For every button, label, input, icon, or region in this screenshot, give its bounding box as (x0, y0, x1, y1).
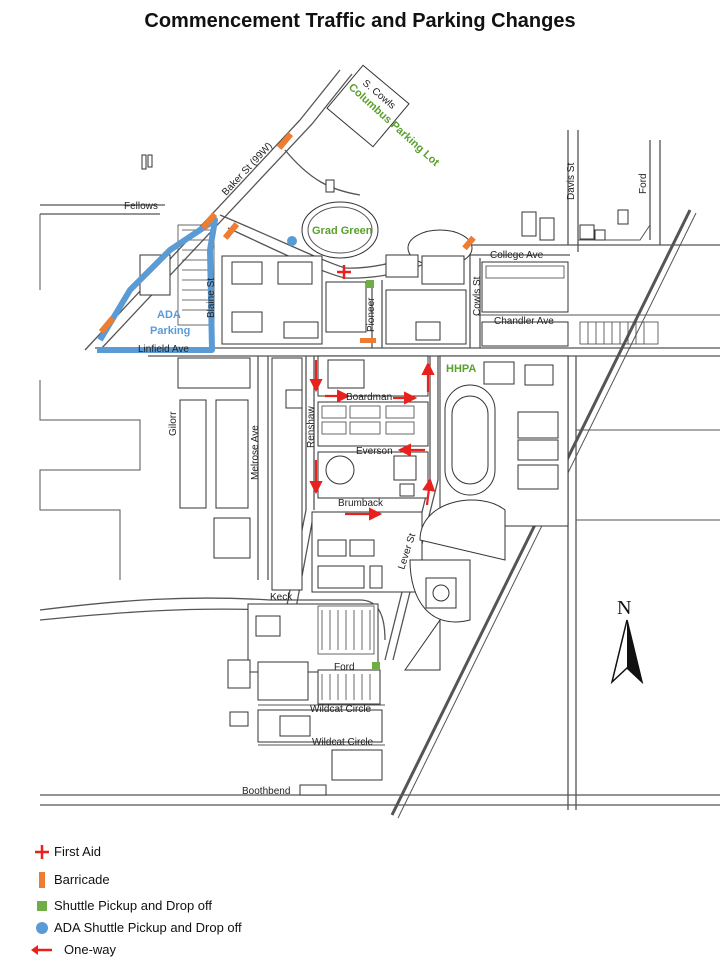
street-label-melrose: Melrose Ave (250, 425, 261, 480)
street-label-cowls: Cowls St (472, 276, 483, 316)
place-label-ada-parking-1: ADA (157, 309, 181, 321)
street-label-renshaw: Renshaw (306, 406, 317, 448)
first-aid-cross-icon (35, 845, 49, 859)
legend-item-one-way: One-way (30, 940, 370, 962)
street-label-wildcat-2: Wildcat Circle (312, 737, 374, 748)
north-arrow: N (610, 597, 644, 685)
legend-label: Shuttle Pickup and Drop off (54, 898, 213, 913)
barricade-icon (39, 872, 45, 888)
shuttle-stop-icon (372, 662, 380, 670)
legend-label: Barricade (54, 872, 110, 887)
north-label: N (617, 597, 631, 619)
buildings (139, 64, 659, 796)
street-label-boardman: Boardman (346, 392, 392, 403)
shuttle-stop-icon (366, 280, 374, 288)
barricades (98, 132, 476, 343)
ada-shuttle-stop-icon (36, 922, 48, 934)
legend-item-first-aid: First Aid (30, 842, 370, 864)
legend-label: One-way (64, 942, 117, 957)
street-label-ford-top: Ford (638, 173, 649, 194)
street-label-blaine: Blaine St (206, 278, 217, 318)
one-way-arrow-icon (31, 945, 52, 955)
ada-route (97, 217, 218, 353)
first-aid-cross-icon (337, 265, 351, 279)
street-label-keck: Keck (270, 592, 293, 603)
legend-label: ADA Shuttle Pickup and Drop off (54, 920, 242, 935)
barricade-marker (222, 222, 240, 240)
legend-label: First Aid (54, 844, 101, 859)
barricade-marker (98, 316, 116, 334)
one-way-arrow (422, 477, 436, 506)
campus-map: S. Cowls Baker St (99W) Fellows Blaine S… (39, 64, 720, 819)
street-label-linfield: Linfield Ave (138, 344, 189, 355)
street-label-college: College Ave (490, 250, 544, 261)
place-label-ada-parking-2: Parking (150, 325, 190, 337)
street-label-fellows: Fellows (124, 201, 158, 212)
legend-item-ada-shuttle: ADA Shuttle Pickup and Drop off (30, 918, 370, 940)
street-label-pioneer: Pioneer (366, 297, 377, 332)
street-label-chandler: Chandler Ave (494, 316, 554, 327)
legend-item-barricade: Barricade (30, 870, 370, 892)
place-label-grad-green: Grad Green (312, 225, 373, 237)
place-label-hhpa: HHPA (446, 363, 476, 375)
ada-shuttle-stop-icon (287, 236, 297, 246)
one-way-arrows (309, 360, 436, 521)
legend-item-shuttle: Shuttle Pickup and Drop off (30, 896, 370, 918)
barricade-marker (276, 132, 294, 150)
street-label-brumback: Brumback (338, 498, 384, 509)
legend: First Aid Barricade Shuttle Pickup and D… (30, 842, 370, 962)
barricade-marker (360, 338, 376, 343)
barricade-marker (200, 212, 218, 230)
street-label-boothbend: Boothbend (242, 786, 290, 797)
map-title: Commencement Traffic and Parking Changes (144, 10, 576, 32)
street-label-ford-bottom: Ford (334, 662, 355, 673)
street-label-wildcat-1: Wildcat Circle (310, 704, 372, 715)
shuttle-stop-icon (37, 901, 47, 911)
street-label-baker: Baker St (99W) (220, 141, 275, 198)
street-label-gilorr: Gilorr (168, 411, 179, 436)
street-label-davis: Davis St (566, 163, 577, 200)
barricade-marker (462, 235, 476, 251)
street-label-everson: Everson (356, 446, 393, 457)
